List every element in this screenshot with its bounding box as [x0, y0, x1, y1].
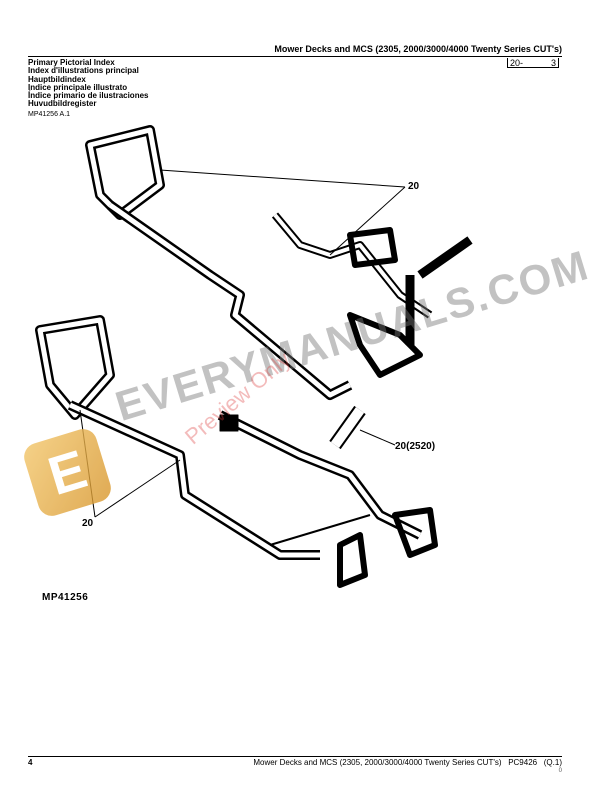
figure-label: MP41256 [42, 592, 89, 603]
callout-20-2520: 20(2520) [395, 441, 436, 452]
index-title: Índice primario de ilustraciones [28, 91, 149, 101]
parts-illustration [35, 125, 473, 588]
index-title: Huvudbildregister [28, 99, 97, 109]
footer-page-number: 4 [28, 758, 33, 767]
section-page: 3 [550, 58, 556, 68]
lower-frame [35, 315, 438, 588]
header-title: Mower Decks and MCS (2305, 2000/3000/400… [274, 44, 562, 54]
index-title: Primary Pictorial Index [28, 58, 115, 67]
footer-small: 0 [558, 768, 562, 774]
section-page-box: 20- 3 [507, 58, 559, 68]
callout-20-upper: 20 [408, 181, 420, 192]
footer-text: Mower Decks and MCS (2305, 2000/3000/400… [253, 758, 562, 767]
index-title: Indice principale illustrato [28, 82, 128, 92]
callout-20-lower: 20 [82, 518, 94, 529]
index-title: Hauptbildindex [28, 74, 86, 84]
index-titles: Primary Pictorial Index Index d'illustra… [28, 58, 149, 109]
section-number: 20- [510, 58, 524, 68]
figure-reference: MP41256 A.1 [28, 111, 71, 118]
footer-rule [28, 756, 562, 757]
header-rule [28, 56, 562, 57]
index-title: Index d'illustrations principal [28, 66, 139, 76]
watermark-logo-letter: E [41, 438, 94, 507]
upper-frame [85, 125, 473, 400]
